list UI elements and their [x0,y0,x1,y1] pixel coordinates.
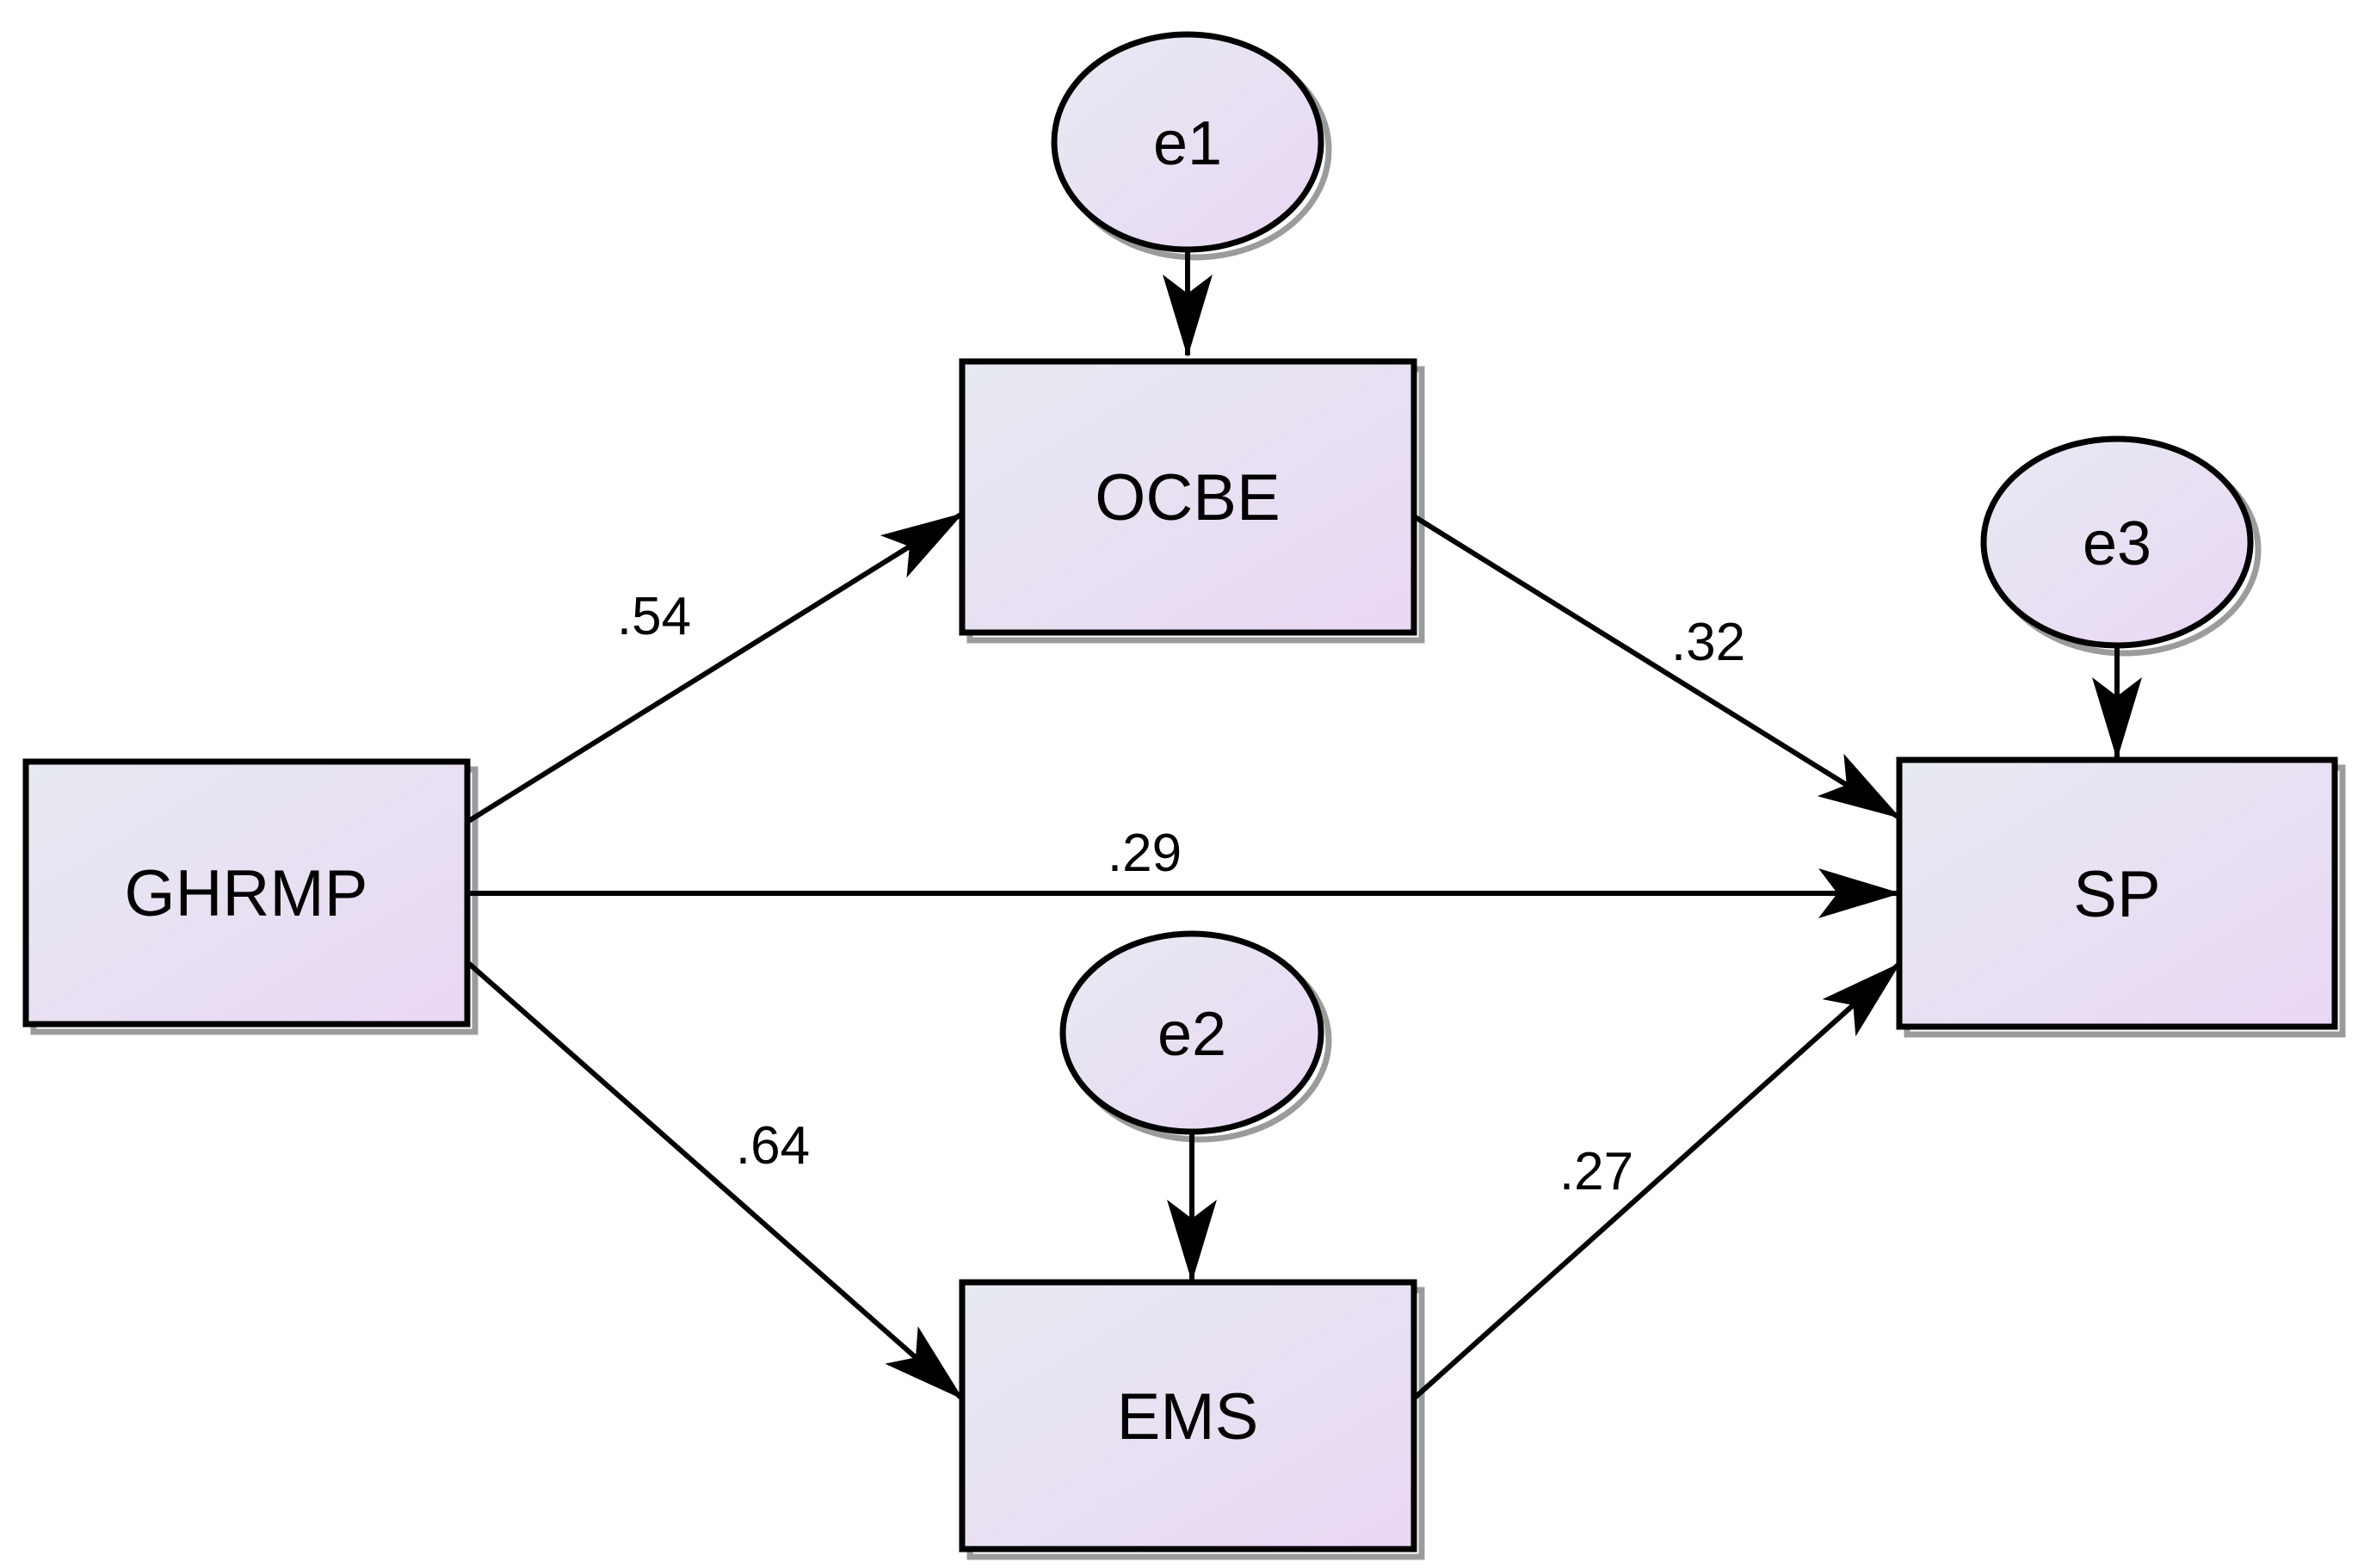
node-ocbe: OCBE [959,358,1417,636]
path-coefficients: .54 .29 .64 .32 .27 [617,587,1745,1201]
node-e2: e2 [1059,930,1324,1135]
coefficient-ems-sp: .27 [1559,1142,1633,1201]
ems-box [959,1279,1417,1553]
e3-ellipse [1980,435,2254,649]
path-ghrmp-to-ems [466,960,964,1401]
coefficient-ocbe-sp: .32 [1671,613,1745,672]
coefficient-ghrmp-sp: .29 [1108,824,1182,883]
node-ems: EMS [959,1279,1417,1553]
sp-box [1896,756,2338,1030]
path-ocbe-to-sp [1412,514,1901,820]
path-arrows [466,250,2142,1401]
ocbe-label: OCBE [1095,461,1280,534]
e2-label: e2 [1157,1000,1226,1069]
e1-label: e1 [1153,109,1222,178]
ocbe-box [959,358,1417,636]
ems-label: EMS [1117,1380,1259,1454]
path-ghrmp-to-ocbe [466,511,964,824]
node-e3: e3 [1980,435,2254,649]
e1-ellipse [1051,31,1324,253]
e2-ellipse [1059,930,1324,1135]
e3-label: e3 [2083,509,2151,578]
sp-label: SP [2073,858,2160,931]
ghrmp-box [22,758,471,1028]
coefficient-ghrmp-ocbe: .54 [617,587,691,646]
node-e1: e1 [1051,31,1324,253]
ghrmp-label: GHRMP [125,857,368,930]
path-ems-to-sp [1411,961,1902,1401]
node-ghrmp: GHRMP [22,758,471,1028]
coefficient-ghrmp-ems: .64 [736,1116,810,1176]
node-sp: SP [1896,756,2338,1030]
